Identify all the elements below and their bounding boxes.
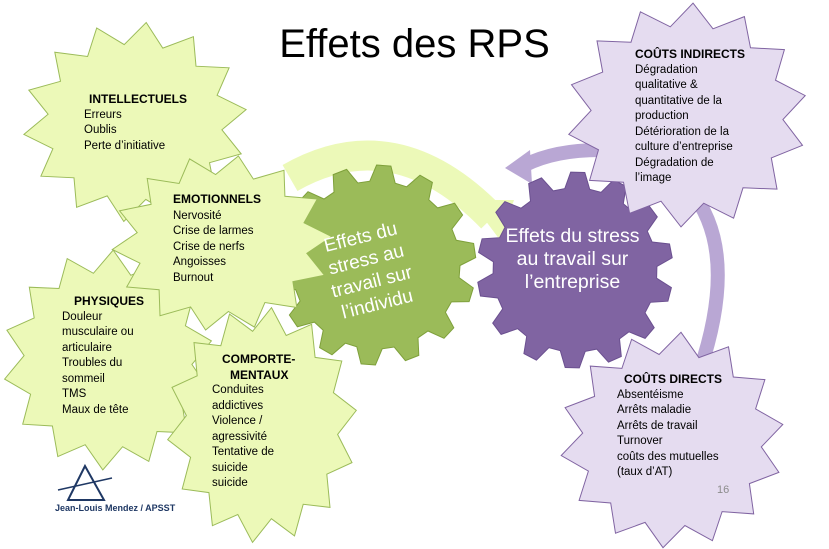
couts-indirects-item: Dégradation [635,63,698,76]
physiques-item: Douleur [62,310,103,323]
couts-directs-box: COÛTS DIRECTS Absentéisme Arrêts maladie… [617,372,722,481]
physiques-box: PHYSIQUES Douleur musculaire ou articula… [62,294,144,418]
comportementaux-title-line1: COMPORTE- [222,352,296,366]
physiques-item: articulaire [62,341,112,354]
physiques-item: TMS [62,388,87,400]
purple-arrow-head-icon [505,150,532,184]
intellectuels-title: INTELLECTUELS [89,92,187,106]
couts-indirects-box: COÛTS INDIRECTS Dégradation qualitative … [635,47,745,187]
couts-indirects-item: quantitative de la [635,94,722,107]
emotionnels-item: Crise de larmes [173,225,254,237]
comportementaux-title-line2: MENTAUX [230,367,289,382]
couts-directs-item: coûts des mutuelles [617,450,719,463]
gear-entreprise-icon [477,171,673,369]
starburst-couts-indirects [567,2,807,228]
triangle-logo-icon [66,463,106,501]
slide-title: Effets des RPS [279,22,550,66]
couts-indirects-item: qualitative & [635,79,698,91]
couts-indirects-item: l’image [635,172,672,184]
physiques-title: PHYSIQUES [74,294,145,308]
comportementaux-item: suicide [212,461,248,474]
intellectuels-item: Erreurs [84,108,122,121]
physiques-item: Troubles du [62,357,123,369]
comportementaux-item: addictives [212,399,264,412]
emotionnels-item: Nervosité [173,209,222,222]
emotionnels-item: Burnout [173,271,214,284]
intellectuels-item: Perte d’initiative [84,139,166,152]
logo-slash-icon [57,477,113,491]
couts-directs-item: (taux d’AT) [617,466,673,478]
emotionnels-title: EMOTIONNELS [173,192,262,206]
physiques-item: musculaire ou [62,326,134,338]
couts-indirects-item: culture d’entreprise [635,141,733,153]
couts-directs-title: COÛTS DIRECTS [624,372,723,386]
emotionnels-item: Angoisses [173,256,227,268]
gear-label-entreprise: Effets du stress au travail sur l’entrep… [505,225,640,293]
purple-arc-top [521,143,601,172]
physiques-item: Maux de tête [62,403,129,416]
couts-directs-item: Turnover [617,435,663,447]
slide-number: 16 [717,484,730,496]
intellectuels-item: Oublis [84,124,117,136]
comportementaux-item: agressivité [212,430,267,443]
intellectuels-box: INTELLECTUELS Erreurs Oublis Perte d’ini… [84,92,187,154]
comportementaux-box: COMPORTE- MENTAUX Conduites addictives V… [212,352,295,492]
starburst-emotionnels [111,155,333,331]
physiques-item: sommeil [62,372,105,385]
starburst-couts-directs [560,331,784,549]
couts-directs-item: Absentéisme [617,388,684,401]
green-curved-arrow-body [282,140,503,229]
couts-indirects-item: production [635,110,689,122]
footer-author: Jean-Louis Mendez / APSST [55,503,176,513]
couts-indirects-title: COÛTS INDIRECTS [635,47,746,61]
purple-arc-right [684,185,725,373]
couts-indirects-item: Dégradation de [635,156,714,169]
emotionnels-box: EMOTIONNELS Nervosité Crise de larmes Cr… [173,192,261,286]
starburst-comportementaux [166,306,358,544]
couts-directs-item: Arrêts maladie [617,404,692,416]
comportementaux-item: Tentative de [212,446,275,458]
comportementaux-item: Violence / [212,415,263,427]
comportementaux-item: Conduites [212,384,264,396]
couts-indirects-item: Détérioration de la [635,125,729,138]
comportementaux-item: suicide [212,477,248,489]
emotionnels-item: Crise de nerfs [173,240,245,253]
couts-directs-item: Arrêts de travail [617,419,698,432]
